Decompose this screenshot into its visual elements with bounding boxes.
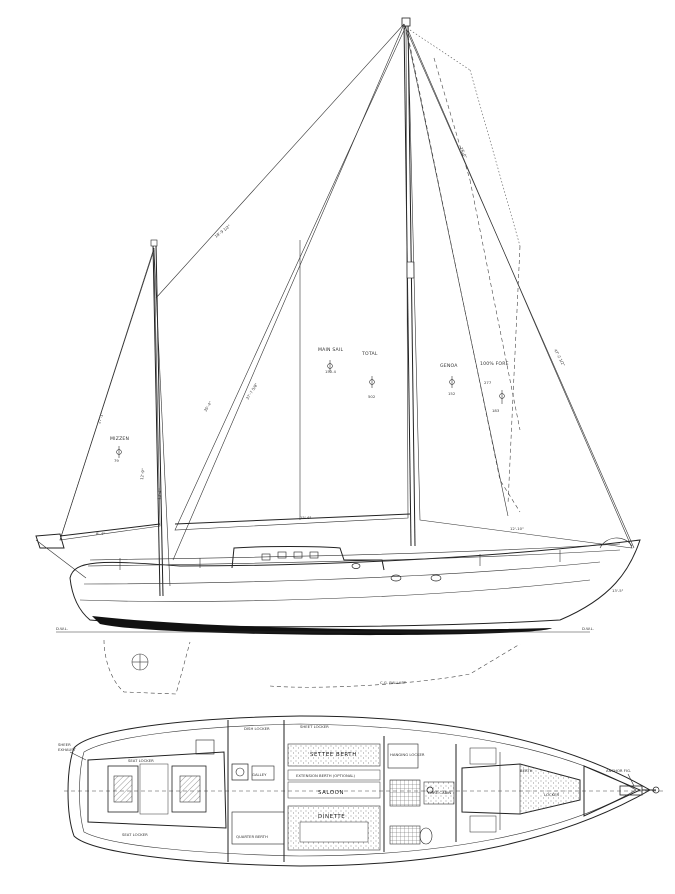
hanging-locker-label: HANGING LOCKER (390, 752, 425, 757)
main-mast (401, 17, 416, 547)
svg-text:EXHAUST: EXHAUST (58, 747, 77, 752)
cockpit-area: SEAT LOCKER SEAT LOCKER (87, 739, 227, 837)
galley-label: GALLEY (252, 772, 267, 777)
svg-text:C.G. BALLAST: C.G. BALLAST (380, 680, 407, 685)
fore-cabin-label: FORE CABIN (428, 790, 451, 795)
dinette-label: DINETTE (318, 814, 345, 820)
extension-berth-label: EXTENSION BERTH (OPTIONAL) (296, 773, 356, 778)
genoa-sail: GENOA 152 100% FORE 277 183 (407, 29, 633, 549)
saloon-label: SALOON (318, 790, 344, 796)
svg-text:12'-10": 12'-10" (510, 526, 524, 531)
keel-outline: C.G. BALLAST (103, 639, 521, 695)
main-sail-label: MAIN SAIL (318, 347, 343, 353)
boomkin (35, 533, 87, 579)
deck-outline (67, 715, 652, 867)
dish-locker-label: DISH LOCKER (244, 726, 270, 731)
accommodation-plan: SEAT LOCKER SEAT LOCKER GALLEY QUARTER B… (58, 715, 664, 867)
sheet-locker-label: SHEET LOCKER (300, 724, 329, 729)
total-label: TOTAL (361, 351, 378, 357)
svg-text:47'-2 1/2": 47'-2 1/2" (553, 348, 566, 367)
dimension-notes: 18'-9 1/2" 37'-7 5/8" 35'-4" 47'-2 1/2" … (96, 146, 624, 593)
svg-text:27'-1": 27'-1" (96, 412, 104, 425)
svg-text:15'-6": 15'-6" (300, 515, 312, 520)
svg-text:16'-0": 16'-0" (459, 146, 468, 159)
hull-profile (69, 537, 641, 636)
settee-berth: SETTEE BERTH SHEET LOCKER EXTENSION BERT… (283, 720, 381, 862)
svg-text:152: 152 (448, 391, 456, 396)
genoa-label: GENOA (440, 363, 458, 369)
svg-text:35'-4": 35'-4" (203, 400, 213, 413)
settee-berth-label: SETTEE BERTH (310, 752, 357, 758)
berth-label: BERTH (520, 768, 533, 773)
seat-locker-top: SEAT LOCKER (128, 758, 154, 763)
svg-text:13'-5": 13'-5" (612, 588, 624, 593)
galley-area: GALLEY QUARTER BERTH DISH LOCKER (227, 720, 285, 862)
main-sail: MAIN SAIL 152.4 TOTAL 502 (174, 25, 411, 531)
svg-text:79: 79 (114, 458, 119, 463)
forepeak: LOCKER ANCHOR FIG. (544, 765, 660, 817)
dwl-label-left: D.W.L. (56, 626, 68, 631)
svg-text:277: 277 (484, 380, 492, 385)
locker-label: LOCKER (544, 792, 560, 797)
seat-locker-bottom: SEAT LOCKER (122, 832, 148, 837)
svg-text:8'-4": 8'-4" (96, 531, 105, 536)
sail-profile: MAIN SAIL 152.4 TOTAL 502 GENOA 152 100%… (35, 17, 641, 695)
fore-cabin: FORE CABIN BERTH (423, 744, 581, 842)
waterline: D.W.L. D.W.L. (56, 626, 594, 633)
head-compartment: HANGING LOCKER (383, 736, 434, 852)
mizzen-label: MIZZEN (110, 436, 129, 442)
fore-label: 100% FORE (480, 361, 509, 367)
dwl-label-right: D.W.L. (582, 626, 594, 631)
svg-text:502: 502 (368, 394, 376, 399)
svg-text:13'-4": 13'-4" (156, 488, 163, 500)
anchor-note: ANCHOR FIG. (606, 768, 631, 773)
mizzen-sail: MIZZEN 79 (59, 249, 161, 541)
saloon: SALOON DINETTE (287, 781, 381, 851)
quarter-berth-label: QUARTER BERTH (236, 834, 268, 839)
svg-text:12'-9": 12'-9" (139, 468, 146, 480)
stern-note: SHEER EXHAUST (58, 742, 87, 761)
mizzen-mast (150, 239, 164, 597)
svg-text:18'-9 1/2": 18'-9 1/2" (214, 223, 232, 239)
svg-text:37'-7 5/8": 37'-7 5/8" (245, 382, 259, 401)
svg-text:152.4: 152.4 (325, 369, 336, 374)
svg-text:SHEER: SHEER (58, 742, 71, 747)
standing-rigging (59, 23, 635, 587)
svg-text:183: 183 (492, 408, 500, 413)
